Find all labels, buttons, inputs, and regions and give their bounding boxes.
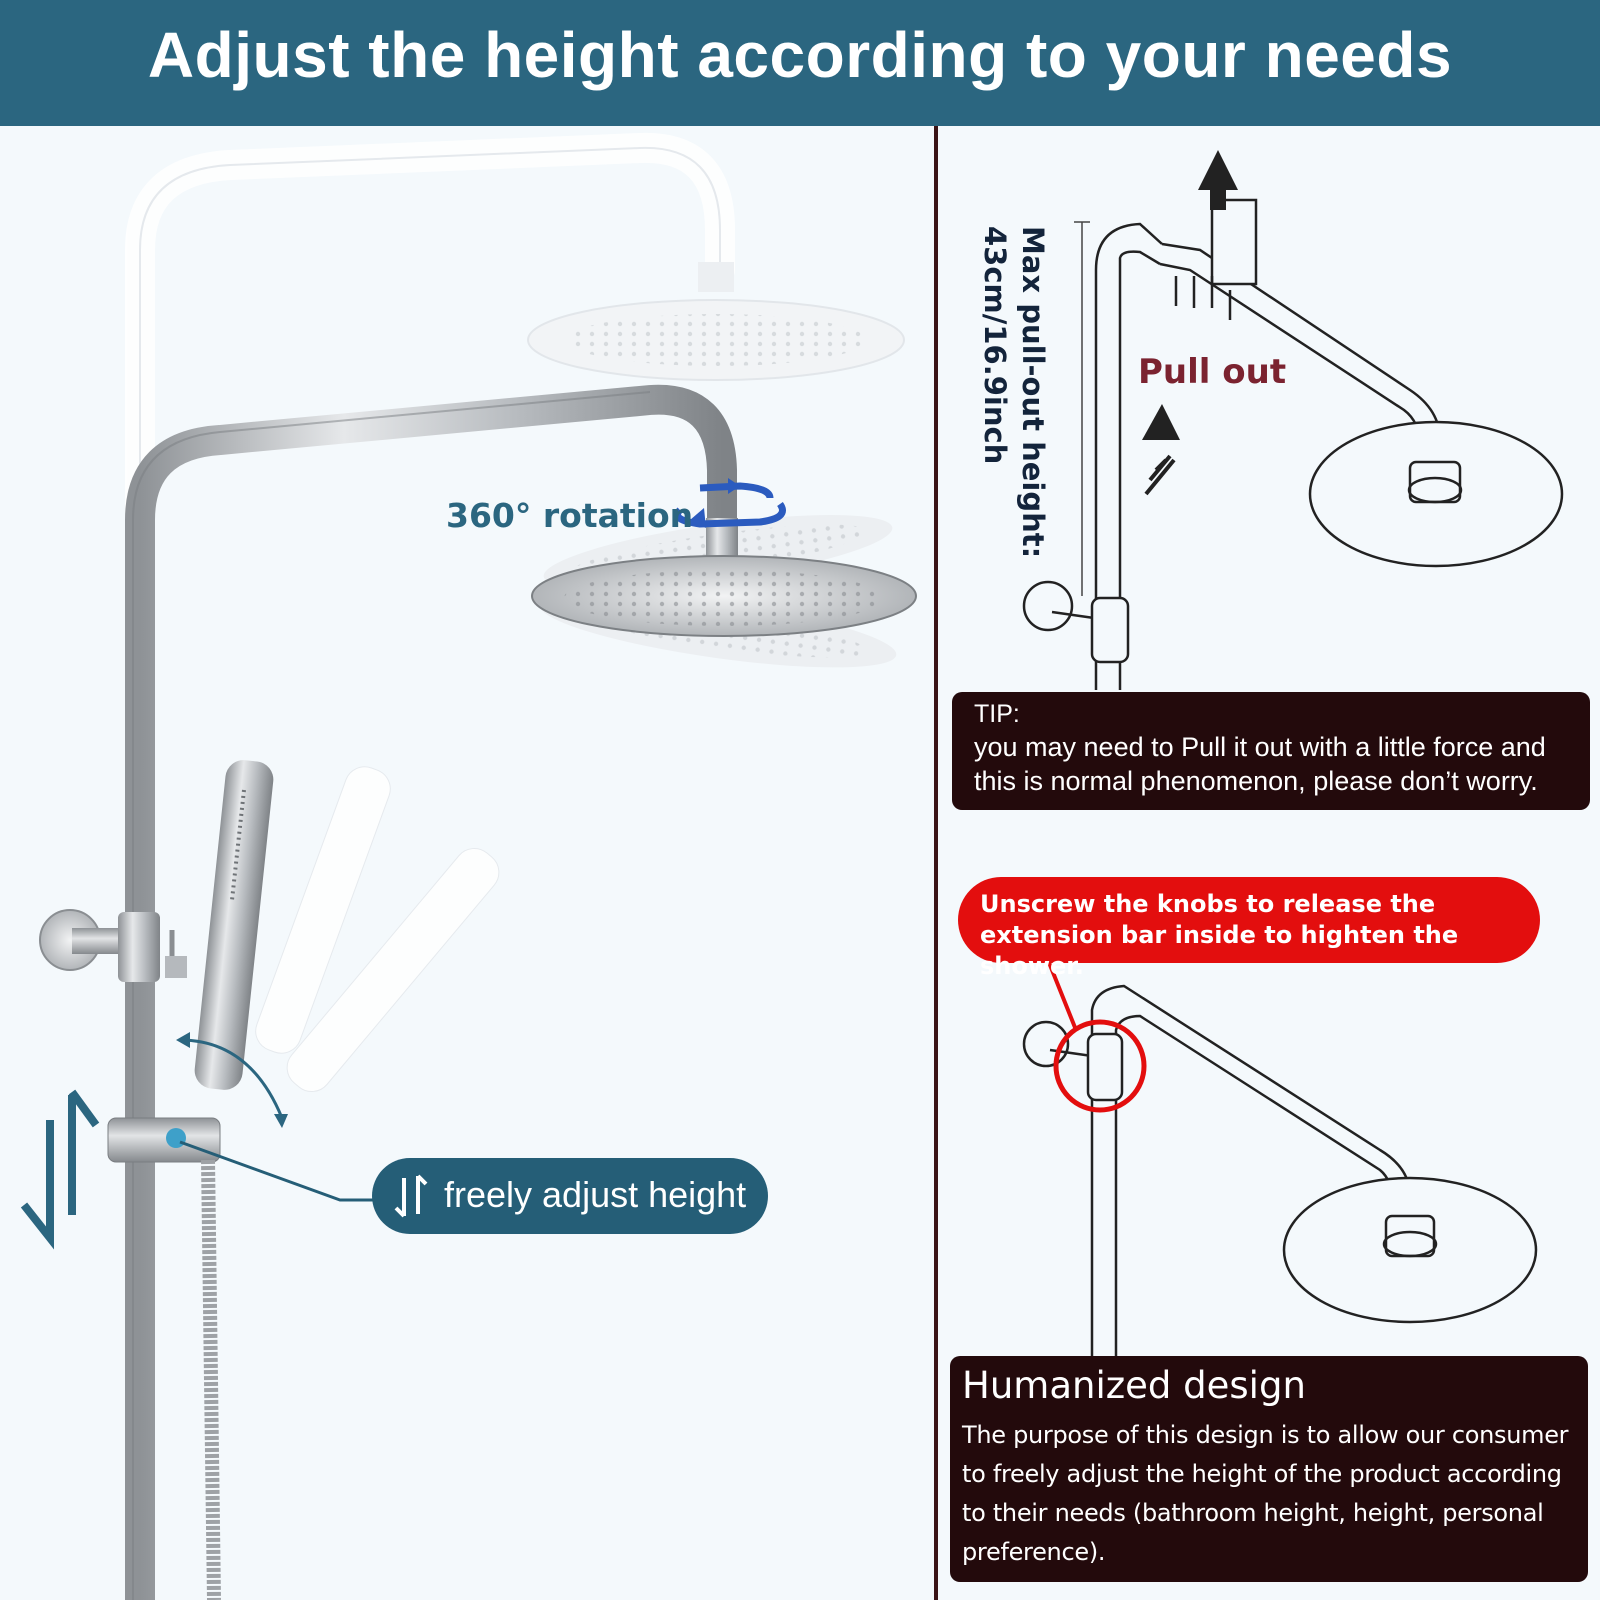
max-height-title: Max pull-out height: bbox=[1016, 226, 1050, 559]
header-banner: Adjust the height according to your need… bbox=[0, 0, 1600, 126]
humanized-body: The purpose of this design is to allow o… bbox=[962, 1421, 1569, 1566]
unscrew-callout: Unscrew the knobs to release the extensi… bbox=[958, 877, 1540, 980]
ghost-raised-shower bbox=[125, 132, 905, 1600]
up-down-arrows-icon bbox=[394, 1174, 428, 1218]
adjust-height-label: freely adjust height bbox=[444, 1174, 747, 1215]
pull-out-diagram bbox=[1022, 198, 1564, 690]
callout-circle-icon bbox=[1046, 959, 1147, 1113]
swing-arc-icon bbox=[176, 1032, 288, 1128]
slider-bracket bbox=[107, 1117, 221, 1163]
handheld-shower bbox=[194, 760, 274, 1090]
pull-up-arrow-icon bbox=[1142, 150, 1238, 496]
pull-out-label: Pull out bbox=[1138, 352, 1287, 392]
main-shower-pipe bbox=[125, 384, 737, 1600]
extension-bar-diagram bbox=[1022, 984, 1538, 1356]
wall-mount bbox=[39, 909, 187, 982]
up-down-arrows-icon bbox=[20, 1089, 100, 1250]
ghost-handhelds bbox=[255, 766, 500, 1093]
adjust-callout-line bbox=[179, 1140, 374, 1202]
humanized-title: Humanized design bbox=[962, 1364, 1306, 1407]
hose bbox=[201, 1159, 221, 1600]
tip-title: TIP: bbox=[974, 700, 1020, 728]
rotating-shower-heads bbox=[531, 515, 917, 668]
humanized-design-box: Humanized design The purpose of this des… bbox=[950, 1356, 1588, 1582]
adjust-height-badge: freely adjust height bbox=[372, 1158, 768, 1234]
rotation-arrows-icon bbox=[674, 478, 786, 528]
page-title: Adjust the height according to your need… bbox=[147, 19, 1453, 91]
rotation-label: 360° rotation bbox=[446, 496, 694, 535]
unscrew-text: Unscrew the knobs to release the extensi… bbox=[980, 890, 1459, 980]
tip-box: TIP: you may need to Pull it out with a … bbox=[952, 692, 1590, 810]
tip-body: you may need to Pull it out with a littl… bbox=[974, 732, 1546, 796]
max-height-value: 43cm/16.9inch bbox=[978, 226, 1012, 465]
max-height-label: Max pull-out height: 43cm/16.9inch bbox=[972, 226, 1052, 586]
panel-divider bbox=[934, 126, 938, 1600]
